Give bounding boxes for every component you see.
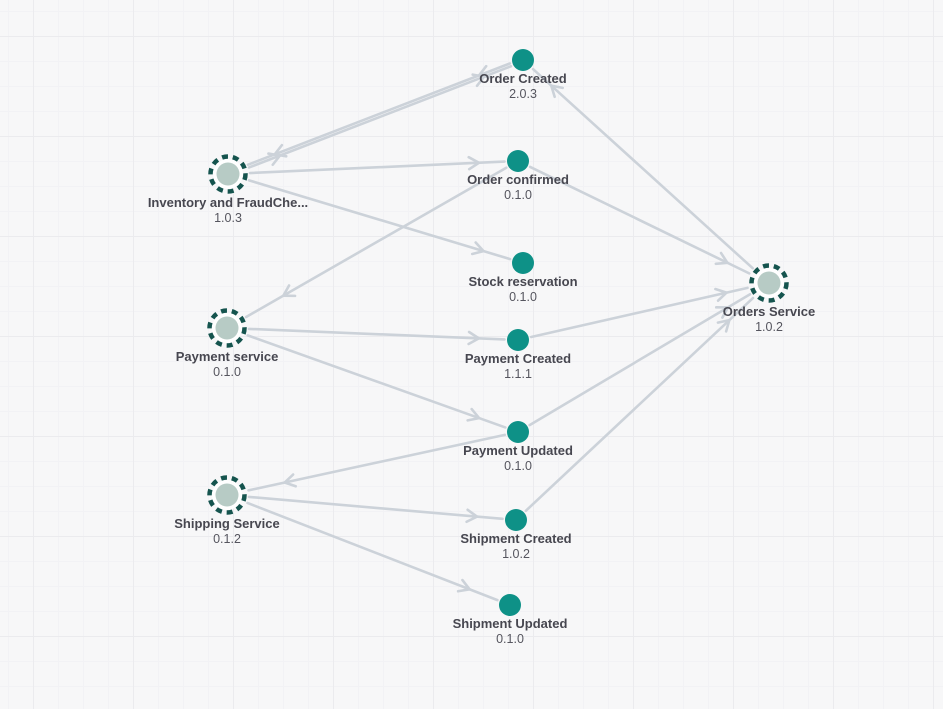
event-circle-icon	[512, 49, 534, 71]
event-circle-icon	[512, 252, 534, 274]
node-layer	[207, 49, 789, 616]
event-circle-icon	[507, 421, 529, 443]
service-node-orders_service[interactable]	[749, 263, 789, 303]
service-dashed-ring-icon	[207, 308, 247, 348]
arrowhead-icon	[470, 241, 485, 256]
node-version-orders_service: 1.0.2	[755, 320, 783, 334]
node-version-inventory_service: 1.0.3	[214, 211, 242, 225]
edge-payment_service-to-payment_updated	[246, 334, 507, 429]
service-inner-circle	[215, 316, 239, 340]
node-label-orders_service: Orders Service	[723, 304, 816, 319]
node-version-payment_created: 1.1.1	[504, 367, 532, 381]
edge-order_confirmed-to-payment_service	[244, 166, 508, 319]
node-label-shipment_created: Shipment Created	[460, 531, 571, 546]
arrowhead-icon	[273, 143, 288, 158]
arrowhead-icon	[714, 306, 730, 319]
arrowhead-icon	[456, 578, 471, 593]
node-label-order_created: Order Created	[479, 71, 566, 86]
edge-shipment_created-to-orders_service	[524, 296, 755, 513]
node-label-stock_reservation: Stock reservation	[468, 274, 577, 289]
service-dashed-ring-icon	[207, 475, 247, 515]
node-version-payment_updated: 0.1.0	[504, 459, 532, 473]
event-circle-icon	[507, 150, 529, 172]
edge-order_confirmed-to-orders_service	[528, 165, 751, 275]
service-inner-circle	[216, 162, 240, 186]
service-dashed-ring-icon	[208, 154, 248, 194]
node-label-payment_created: Payment Created	[465, 351, 571, 366]
edge-layer	[244, 62, 755, 602]
edge-inventory_service-to-order_created	[247, 64, 513, 169]
event-node-shipment_created[interactable]	[505, 509, 527, 531]
node-label-shipping_service: Shipping Service	[174, 516, 279, 531]
node-label-inventory_service: Inventory and FraudChe...	[148, 195, 308, 210]
event-circle-icon	[505, 509, 527, 531]
service-inner-circle	[215, 483, 239, 507]
edge-payment_updated-to-shipping_service	[247, 433, 507, 492]
edge-inventory_service-to-order_confirmed	[248, 155, 506, 175]
service-node-inventory_service[interactable]	[208, 154, 248, 194]
event-circle-icon	[499, 594, 521, 616]
edge-payment_created-to-orders_service	[529, 286, 749, 339]
node-label-shipment_updated: Shipment Updated	[453, 616, 568, 631]
node-version-order_confirmed: 0.1.0	[504, 188, 532, 202]
edge-payment_updated-to-orders_service	[528, 292, 752, 427]
arrowhead-icon	[282, 284, 297, 298]
event-node-payment_updated[interactable]	[507, 421, 529, 443]
edge-payment_service-to-payment_created	[247, 327, 506, 346]
edge-inventory_service-to-stock_reservation	[247, 179, 512, 261]
node-version-shipment_updated: 0.1.0	[496, 632, 524, 646]
event-circle-icon	[507, 329, 529, 351]
edge-orders_service-to-order_created	[531, 67, 755, 270]
node-label-payment_updated: Payment Updated	[463, 443, 573, 458]
arrowhead-icon	[283, 473, 297, 488]
node-version-stock_reservation: 0.1.0	[509, 290, 537, 304]
event-node-order_created[interactable]	[512, 49, 534, 71]
arrowhead-icon	[716, 318, 731, 333]
arrowhead-icon	[467, 330, 481, 346]
arrowhead-icon	[714, 251, 729, 266]
service-inner-circle	[757, 271, 781, 295]
node-label-order_confirmed: Order confirmed	[467, 172, 569, 187]
service-dashed-ring-icon	[749, 263, 789, 303]
arrowhead-icon	[714, 287, 728, 303]
edge-shipping_service-to-shipment_created	[247, 495, 504, 524]
node-label-payment_service: Payment service	[176, 349, 279, 364]
event-node-shipment_updated[interactable]	[499, 594, 521, 616]
node-version-shipment_created: 1.0.2	[502, 547, 530, 561]
arrowhead-icon	[466, 407, 481, 422]
event-node-payment_created[interactable]	[507, 329, 529, 351]
service-node-shipping_service[interactable]	[207, 475, 247, 515]
arrowhead-icon	[467, 155, 481, 171]
event-node-order_confirmed[interactable]	[507, 150, 529, 172]
node-version-order_created: 2.0.3	[509, 87, 537, 101]
edge-shipping_service-to-shipment_updated	[246, 501, 499, 602]
arrowhead-icon	[477, 64, 492, 79]
node-version-payment_service: 0.1.0	[213, 365, 241, 379]
edge-order_created-to-inventory_service	[246, 62, 512, 166]
arrowhead-icon	[465, 508, 479, 524]
node-version-shipping_service: 0.1.2	[213, 532, 241, 546]
event-node-stock_reservation[interactable]	[512, 252, 534, 274]
service-node-payment_service[interactable]	[207, 308, 247, 348]
arrowhead-icon	[549, 84, 565, 99]
